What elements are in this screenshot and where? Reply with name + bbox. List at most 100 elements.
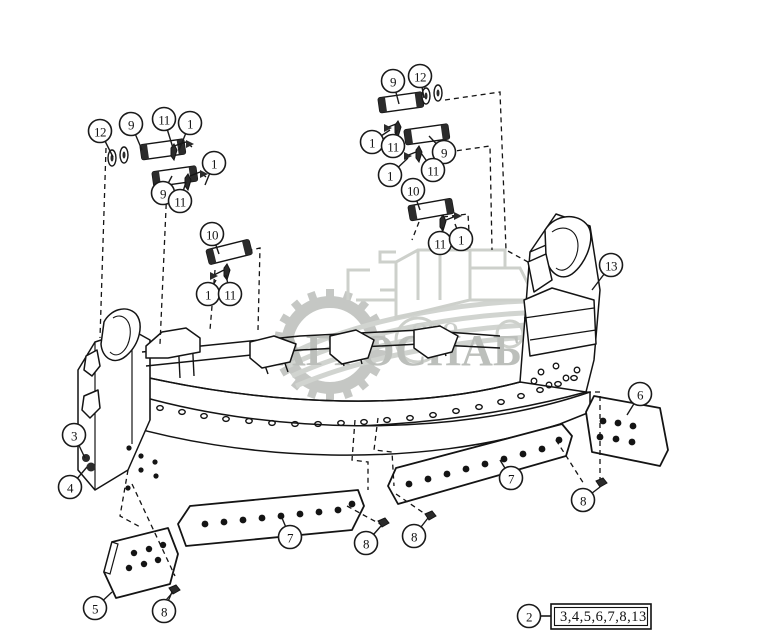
- callout-13[interactable]: 13: [591, 252, 624, 291]
- legend-includes-label: 3,4,5,6,7,8,13: [560, 609, 647, 625]
- callout-number: 1: [458, 233, 464, 248]
- callout-number: 10: [206, 228, 218, 243]
- cutting-edge-left: [177, 489, 365, 547]
- end-bit-left: [103, 527, 179, 599]
- callout-number: 8: [363, 537, 369, 552]
- bolt-8-bottom: [165, 584, 181, 601]
- callout-8[interactable]: 8: [151, 591, 177, 624]
- callout-bubble[interactable]: [199, 221, 225, 247]
- callout-number: 13: [605, 259, 617, 274]
- callout-bubble[interactable]: [353, 530, 379, 556]
- callout-bubble[interactable]: [61, 422, 87, 448]
- callout-bubble[interactable]: [82, 595, 108, 621]
- callout-11[interactable]: 11: [420, 152, 446, 183]
- legend-box-outer: [550, 603, 652, 630]
- washer-pair-left: [107, 146, 129, 167]
- moldboard-bolt-holes: [125, 362, 581, 491]
- callout-1[interactable]: 1: [177, 110, 203, 151]
- legend-reference-bubble[interactable]: [516, 603, 542, 629]
- callout-bubble[interactable]: [201, 150, 227, 176]
- callout-bubble[interactable]: [151, 106, 177, 132]
- callout-bubble[interactable]: [177, 110, 203, 136]
- callout-bubble[interactable]: [570, 487, 596, 513]
- callout-11[interactable]: 11: [380, 129, 406, 159]
- blade-moldboard: [77, 213, 601, 491]
- callout-7[interactable]: 7: [277, 517, 303, 550]
- callout-bubble[interactable]: [498, 465, 524, 491]
- nut-4: [86, 462, 96, 472]
- callout-10[interactable]: 10: [199, 221, 225, 255]
- callout-9[interactable]: 9: [428, 135, 457, 165]
- callout-bubble[interactable]: [118, 111, 144, 137]
- callout-12[interactable]: 12: [87, 118, 114, 158]
- hardware-right-group: [377, 84, 462, 233]
- callout-number: 1: [387, 169, 393, 184]
- callout-bubble[interactable]: [407, 63, 433, 89]
- callout-bubble[interactable]: [87, 118, 113, 144]
- callout-9[interactable]: 9: [380, 68, 406, 105]
- callout-11[interactable]: 11: [151, 106, 177, 149]
- callout-number: 8: [580, 494, 586, 509]
- callout-number: 7: [508, 472, 515, 487]
- callout-9[interactable]: 9: [118, 111, 144, 151]
- callout-1[interactable]: 1: [377, 157, 409, 188]
- callout-10[interactable]: 10: [400, 177, 426, 211]
- callout-bubble[interactable]: [400, 177, 426, 203]
- callout-11[interactable]: 11: [167, 181, 193, 214]
- legend-reference-label: 2: [526, 610, 532, 625]
- callout-number: 9: [160, 187, 166, 202]
- callout-number: 3: [71, 429, 77, 444]
- callout-number: 12: [414, 70, 426, 85]
- callout-bubble[interactable]: [57, 474, 83, 500]
- callout-1[interactable]: 1: [195, 279, 221, 307]
- callout-number: 1: [187, 117, 193, 132]
- callout-bubble[interactable]: [277, 524, 303, 550]
- callout-bubble[interactable]: [167, 188, 193, 214]
- callout-number: 10: [407, 184, 419, 199]
- callout-number: 11: [158, 113, 170, 128]
- callout-11[interactable]: 11: [427, 226, 453, 256]
- callout-6[interactable]: 6: [626, 381, 653, 416]
- callout-number: 1: [211, 157, 217, 172]
- callout-number: 11: [387, 140, 399, 155]
- callout-bubble[interactable]: [420, 157, 446, 183]
- bolt-8-right: [595, 477, 608, 488]
- callout-1[interactable]: 1: [448, 223, 474, 252]
- bolt-8-left: [377, 517, 390, 528]
- callout-number: 5: [92, 602, 98, 617]
- callout-bubble[interactable]: [380, 68, 406, 94]
- callout-bubble[interactable]: [217, 281, 243, 307]
- callout-4[interactable]: 4: [57, 466, 88, 500]
- callout-bubble[interactable]: [627, 381, 653, 407]
- callout-11[interactable]: 11: [217, 274, 243, 307]
- callout-8[interactable]: 8: [353, 525, 382, 556]
- callout-1[interactable]: 1: [201, 150, 227, 186]
- callout-bubble[interactable]: [380, 133, 406, 159]
- callout-bubble[interactable]: [401, 523, 427, 549]
- callout-bubble[interactable]: [151, 598, 177, 624]
- callout-number: 9: [128, 118, 134, 133]
- callout-3[interactable]: 3: [61, 422, 87, 459]
- callout-number: 4: [67, 481, 74, 496]
- callout-12[interactable]: 12: [407, 63, 433, 99]
- callout-number: 9: [441, 146, 447, 161]
- callout-bubble[interactable]: [448, 226, 474, 252]
- callout-bubble[interactable]: [377, 162, 403, 188]
- watermark-title: АГРОСНАБ: [274, 326, 522, 375]
- callout-number: 1: [205, 288, 211, 303]
- callout-number: 12: [94, 125, 106, 140]
- callout-5[interactable]: 5: [82, 591, 113, 621]
- callout-number: 8: [161, 605, 167, 620]
- callout-number: 7: [287, 531, 294, 546]
- callout-bubble[interactable]: [598, 252, 624, 278]
- callout-bubble[interactable]: [431, 139, 457, 165]
- callout-1[interactable]: 1: [359, 129, 391, 155]
- callout-8[interactable]: 8: [401, 517, 429, 549]
- legend-box-inner: [553, 606, 649, 627]
- callout-7[interactable]: 7: [498, 459, 524, 491]
- callout-number: 11: [434, 237, 446, 252]
- callout-number: 11: [427, 164, 439, 179]
- callout-8[interactable]: 8: [570, 486, 601, 513]
